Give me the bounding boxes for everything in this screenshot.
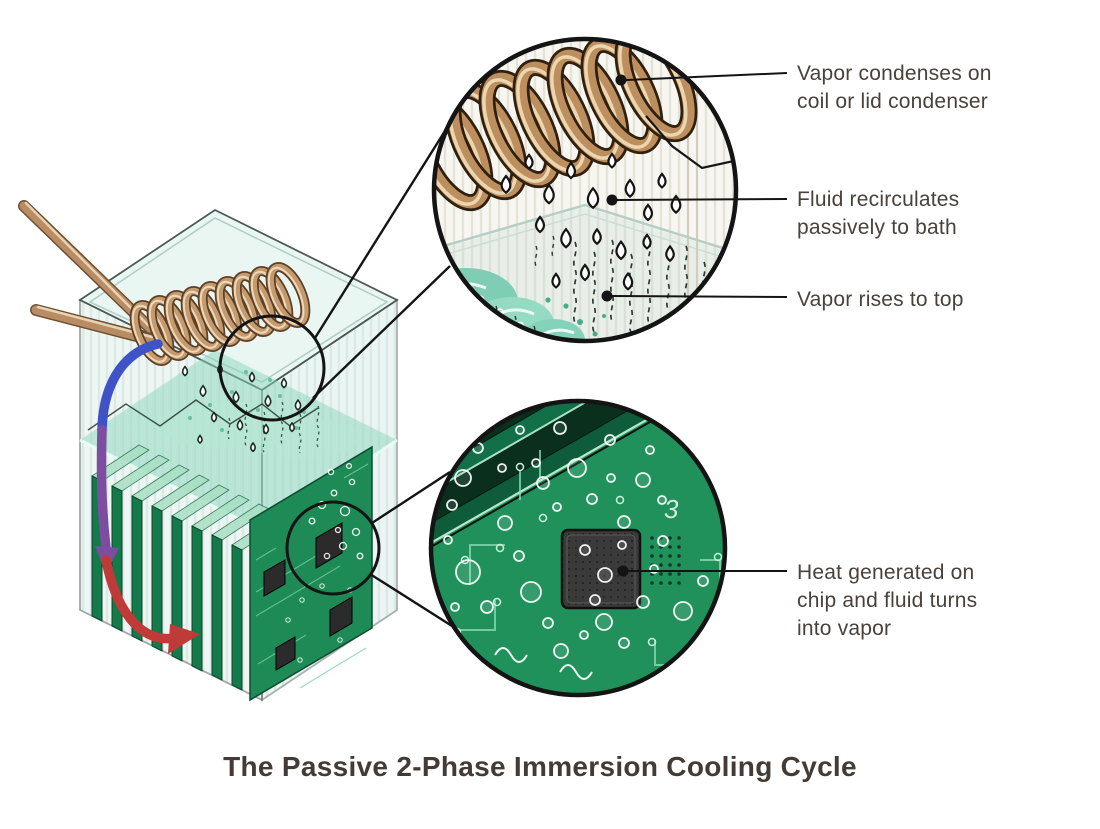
callout-dot-rise [601, 290, 613, 302]
pcb-face [249, 445, 373, 702]
callout-label-recirculate: Fluid recirculates passively to bath [797, 188, 960, 239]
condenser-pipes [18, 200, 158, 346]
callout-dot-recirculate [606, 194, 618, 206]
callout-dot-condense [615, 74, 627, 86]
magnifier-source-coil [218, 314, 326, 422]
detail-circle-chip-outline [428, 398, 728, 698]
circulation-arrows [95, 339, 200, 654]
callout-dot-heat [617, 565, 629, 577]
magnifier-source-chip [285, 500, 381, 596]
pcb-traces [255, 463, 369, 689]
arrow-red-segment [101, 555, 181, 644]
arrow-blue-segment [97, 339, 163, 435]
pcb-chips [263, 522, 353, 671]
pcb-vias [285, 583, 353, 663]
detail-circle-chip: 3 [428, 398, 728, 698]
vapor-wisps-detail [494, 235, 706, 341]
vapor-specks [188, 370, 306, 432]
vapor-wisps-tank [227, 401, 320, 454]
magnifier-cone-lines [312, 114, 457, 628]
callout-label-rise: Vapor rises to top [797, 288, 964, 311]
board-front-edges [91, 475, 243, 691]
pcb-silkscreen-label: 3 [664, 494, 679, 524]
arrow-red-head [168, 624, 200, 654]
callout-leader-lines [611, 72, 788, 572]
immersion-tank [18, 200, 399, 702]
solder-pad-grid [650, 536, 681, 585]
detail-circle-condenser-outline [431, 36, 739, 344]
callout-label-condense: Vapor condenses on coil or lid condenser [797, 62, 992, 113]
detail-circle-condenser [431, 36, 739, 344]
arrow-purple-segment [96, 425, 111, 553]
diagram-title: The Passive 2-Phase Immersion Cooling Cy… [223, 751, 857, 782]
callout-label-heat: Heat generated on chip and fluid turns i… [797, 561, 978, 640]
boiling-bubbles [443, 421, 709, 659]
silkscreen-squiggles [494, 647, 593, 680]
glass-rim-line [645, 115, 736, 170]
